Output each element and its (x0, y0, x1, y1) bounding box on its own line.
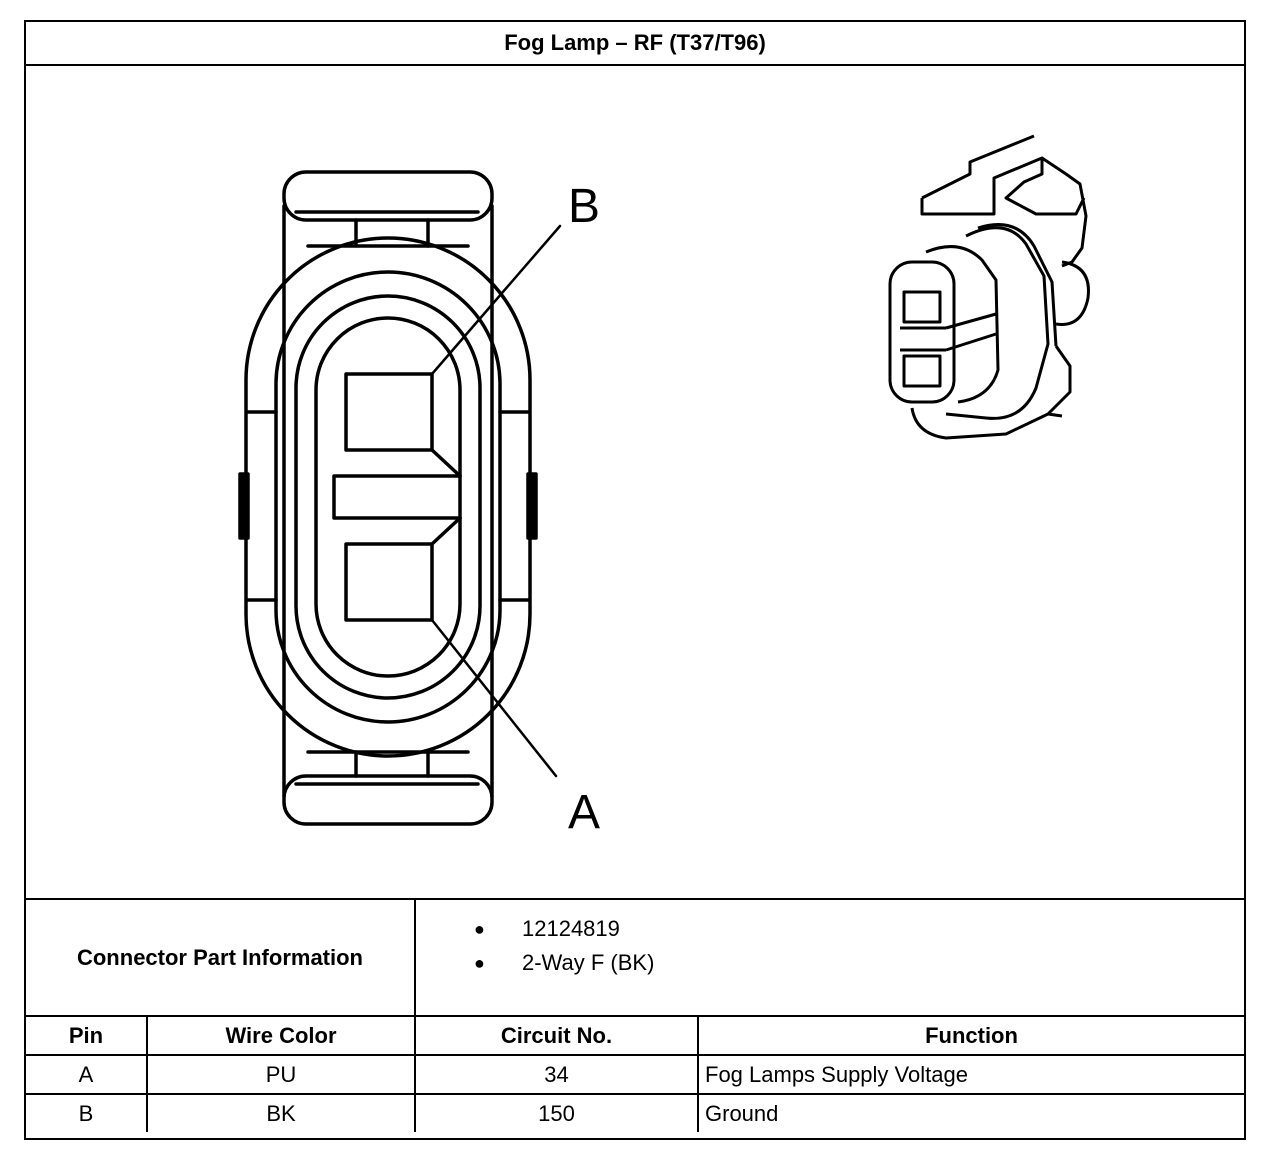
pin-table: Pin Wire Color Circuit No. Function A PU… (26, 1017, 1244, 1132)
connector-3d-mating-face (888, 260, 956, 404)
connector-part-info-list: ● 12124819 ● 2-Way F (BK) (418, 900, 1244, 1027)
connector-part-info: Connector Part Information ● 12124819 ● … (26, 898, 1244, 1017)
pin-cell: A (26, 1054, 148, 1095)
table-row: A PU 34 Fog Lamps Supply Voltage (26, 1054, 1244, 1095)
bullet-icon: ● (474, 919, 485, 939)
circuit-no-cell: 150 (414, 1093, 699, 1132)
page-title: Fog Lamp – RF (T37/T96) (26, 22, 1244, 66)
part-number: 12124819 (522, 916, 620, 941)
table-row: B BK 150 Ground (26, 1093, 1244, 1132)
function-cell: Fog Lamps Supply Voltage (697, 1054, 1244, 1095)
pin-b-leader (430, 224, 562, 376)
part-number-item: ● 12124819 (418, 912, 1244, 946)
connector-face-drawing: B A (238, 134, 1090, 839)
bottom-latch-shape (282, 774, 494, 826)
connector-3d-view (888, 134, 1090, 440)
connector-part-info-label: Connector Part Information (26, 900, 416, 1015)
wire-color-cell: BK (146, 1093, 416, 1132)
pin-cell: B (26, 1093, 148, 1132)
connector-sheet: Fog Lamp – RF (T37/T96) (24, 20, 1246, 1140)
header-function: Function (697, 1017, 1244, 1056)
wire-color-cell: PU (146, 1054, 416, 1095)
function-cell: Ground (697, 1093, 1244, 1132)
pin-a-leader (430, 618, 558, 778)
cavity-a-shape (344, 542, 434, 622)
pin-label-b: B (568, 180, 600, 233)
header-pin: Pin (26, 1017, 148, 1056)
pin-label-a: A (568, 786, 600, 839)
top-latch-shape (282, 170, 494, 222)
circuit-no-cell: 34 (414, 1054, 699, 1095)
bullet-icon: ● (474, 953, 485, 973)
connector-type: 2-Way F (BK) (522, 950, 655, 975)
header-circuit-no: Circuit No. (414, 1017, 699, 1056)
connector-type-item: ● 2-Way F (BK) (418, 946, 1244, 980)
header-wire-color: Wire Color (146, 1017, 416, 1056)
cavity-b-shape (344, 372, 434, 452)
outer-housing-shape (244, 236, 532, 758)
pin-table-header: Pin Wire Color Circuit No. Function (26, 1017, 1244, 1056)
connector-diagram: B A (26, 66, 1244, 898)
